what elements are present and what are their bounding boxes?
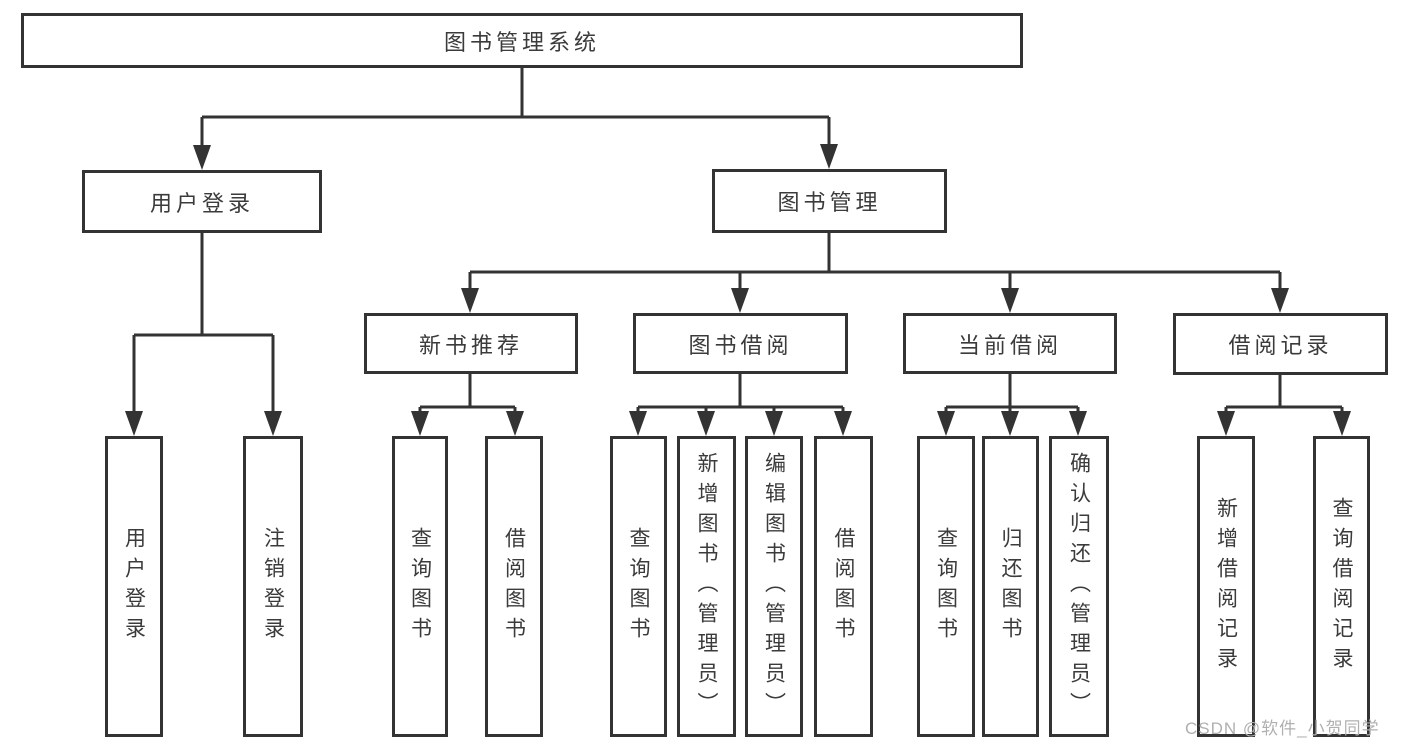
node-book-borrowing: 图书借阅 (633, 313, 848, 374)
leaf-borrow-borrow-books-label: 借阅图书 (832, 526, 855, 647)
node-user-login-label: 用户登录 (149, 190, 254, 216)
node-borrowing-records: 借阅记录 (1173, 313, 1388, 375)
leaf-current-query-books-label: 查询图书 (934, 526, 958, 647)
node-new-book-recommend: 新书推荐 (364, 313, 578, 374)
node-root-label: 图书管理系统 (443, 29, 600, 55)
leaf-borrow-edit-books-admin: 编辑图书（管理员） (745, 436, 803, 737)
arrowheads (125, 144, 1351, 436)
node-new-book-recommend-label: 新书推荐 (418, 332, 523, 358)
leaf-borrow-edit-books-admin-label: 编辑图书（管理员） (762, 451, 786, 722)
node-book-management-label: 图书管理 (777, 190, 882, 215)
node-current-borrowing-label: 当前借阅 (957, 332, 1062, 358)
node-borrowing-records-label: 借阅记录 (1228, 333, 1333, 358)
leaf-borrow-add-books-admin-label: 新增图书（管理员） (695, 451, 718, 722)
leaf-newbook-query-books: 查询图书 (392, 436, 448, 737)
leaf-current-return-books: 归还图书 (982, 436, 1039, 737)
csdn-watermark: CSDN @软件_小贺同学 (1185, 719, 1380, 738)
node-root-system: 图书管理系统 (21, 13, 1023, 68)
leaf-newbook-query-books-label: 查询图书 (408, 526, 432, 647)
leaf-current-confirm-return-admin-label: 确认归还（管理员） (1067, 451, 1091, 722)
leaf-borrow-add-books-admin: 新增图书（管理员） (677, 436, 736, 737)
leaf-user-login-label: 用户登录 (122, 526, 146, 647)
leaf-newbook-borrow-books: 借阅图书 (485, 436, 543, 737)
node-current-borrowing: 当前借阅 (903, 313, 1117, 374)
leaf-records-add-record: 新增借阅记录 (1197, 436, 1255, 737)
leaf-records-add-record-label: 新增借阅记录 (1214, 496, 1238, 677)
node-user-login: 用户登录 (82, 170, 322, 233)
leaf-current-return-books-label: 归还图书 (999, 526, 1022, 647)
leaf-borrow-query-books: 查询图书 (610, 436, 667, 737)
leaf-newbook-borrow-books-label: 借阅图书 (502, 526, 526, 647)
leaf-logout: 注销登录 (243, 436, 303, 737)
leaf-records-query-record: 查询借阅记录 (1313, 436, 1370, 737)
leaf-borrow-borrow-books: 借阅图书 (814, 436, 873, 737)
node-book-management: 图书管理 (712, 169, 947, 233)
leaf-user-login: 用户登录 (105, 436, 163, 737)
leaf-current-confirm-return-admin: 确认归还（管理员） (1049, 436, 1109, 737)
node-book-borrowing-label: 图书借阅 (688, 332, 793, 358)
leaf-current-query-books: 查询图书 (917, 436, 975, 737)
leaf-borrow-query-books-label: 查询图书 (627, 526, 650, 647)
leaf-records-query-record-label: 查询借阅记录 (1330, 496, 1353, 677)
leaf-logout-label: 注销登录 (261, 526, 285, 647)
